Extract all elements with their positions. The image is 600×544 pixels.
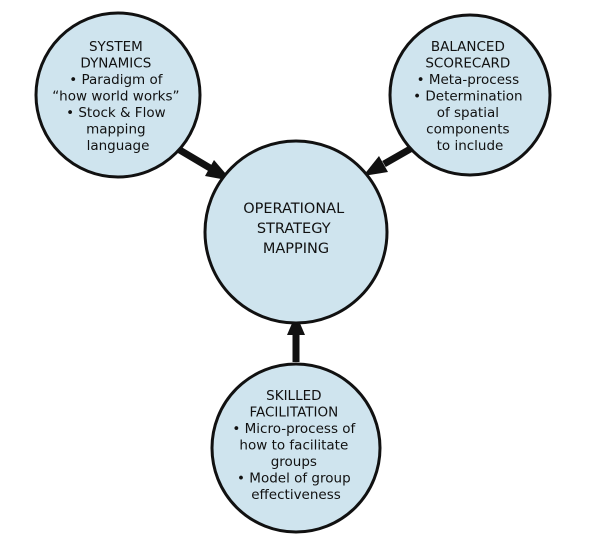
node-center-label: OPERATIONAL STRATEGY MAPPING: [243, 201, 349, 257]
node-text-line: SYSTEM: [89, 39, 143, 55]
node-text-line: STRATEGY: [257, 221, 331, 237]
node-text-line: SCORECARD: [425, 56, 510, 72]
arrowhead-balanced-scorecard: [363, 156, 388, 176]
node-system-dynamics-circle: [34, 11, 202, 179]
node-text-line: to include: [437, 138, 504, 154]
node-text-line: • Meta-process: [417, 72, 520, 88]
node-text-line: FACILITATION: [249, 405, 338, 421]
node-text-line: • Determination: [413, 89, 522, 105]
node-skilled-facilitation: SKILLED FACILITATION • Micro-process of …: [210, 362, 382, 534]
node-balanced-scorecard-circle: [388, 13, 552, 177]
node-center-circle: [203, 139, 389, 325]
node-balanced-scorecard: BALANCED SCORECARD • Meta-process • Dete…: [388, 13, 552, 177]
node-text-line: “how world works”: [52, 89, 179, 105]
node-text-line: components: [426, 122, 509, 138]
arrow-balanced-scorecard-to-center: [382, 144, 414, 168]
node-skilled-facilitation-circle: [210, 362, 382, 534]
node-text-line: groups: [271, 454, 317, 470]
node-text-line: SKILLED: [266, 388, 321, 404]
node-system-dynamics: SYSTEM DYNAMICS • Paradigm of “how world…: [34, 11, 202, 179]
node-system-dynamics-label: SYSTEM DYNAMICS • Paradigm of “how world…: [52, 39, 184, 154]
node-text-line: • Model of group: [237, 471, 351, 487]
node-text-line: how to facilitate: [239, 438, 348, 454]
node-operational-strategy-mapping: OPERATIONAL STRATEGY MAPPING: [203, 139, 389, 325]
node-text-line: • Paradigm of: [69, 72, 163, 88]
node-text-line: of spatial: [437, 105, 499, 121]
node-text-line: • Micro-process of: [232, 421, 356, 437]
node-text-line: DYNAMICS: [80, 56, 151, 72]
node-text-line: mapping: [86, 122, 145, 138]
node-text-line: BALANCED: [431, 39, 505, 55]
node-text-line: OPERATIONAL: [243, 201, 344, 217]
node-skilled-facilitation-label: SKILLED FACILITATION • Micro-process of …: [232, 388, 359, 503]
node-text-line: • Stock & Flow: [66, 105, 166, 121]
node-text-line: language: [87, 138, 150, 154]
node-text-line: MAPPING: [263, 241, 329, 257]
node-text-line: effectiveness: [251, 487, 341, 503]
node-balanced-scorecard-label: BALANCED SCORECARD • Meta-process • Dete…: [413, 39, 527, 154]
arrow-system-dynamics-to-center: [176, 145, 212, 172]
